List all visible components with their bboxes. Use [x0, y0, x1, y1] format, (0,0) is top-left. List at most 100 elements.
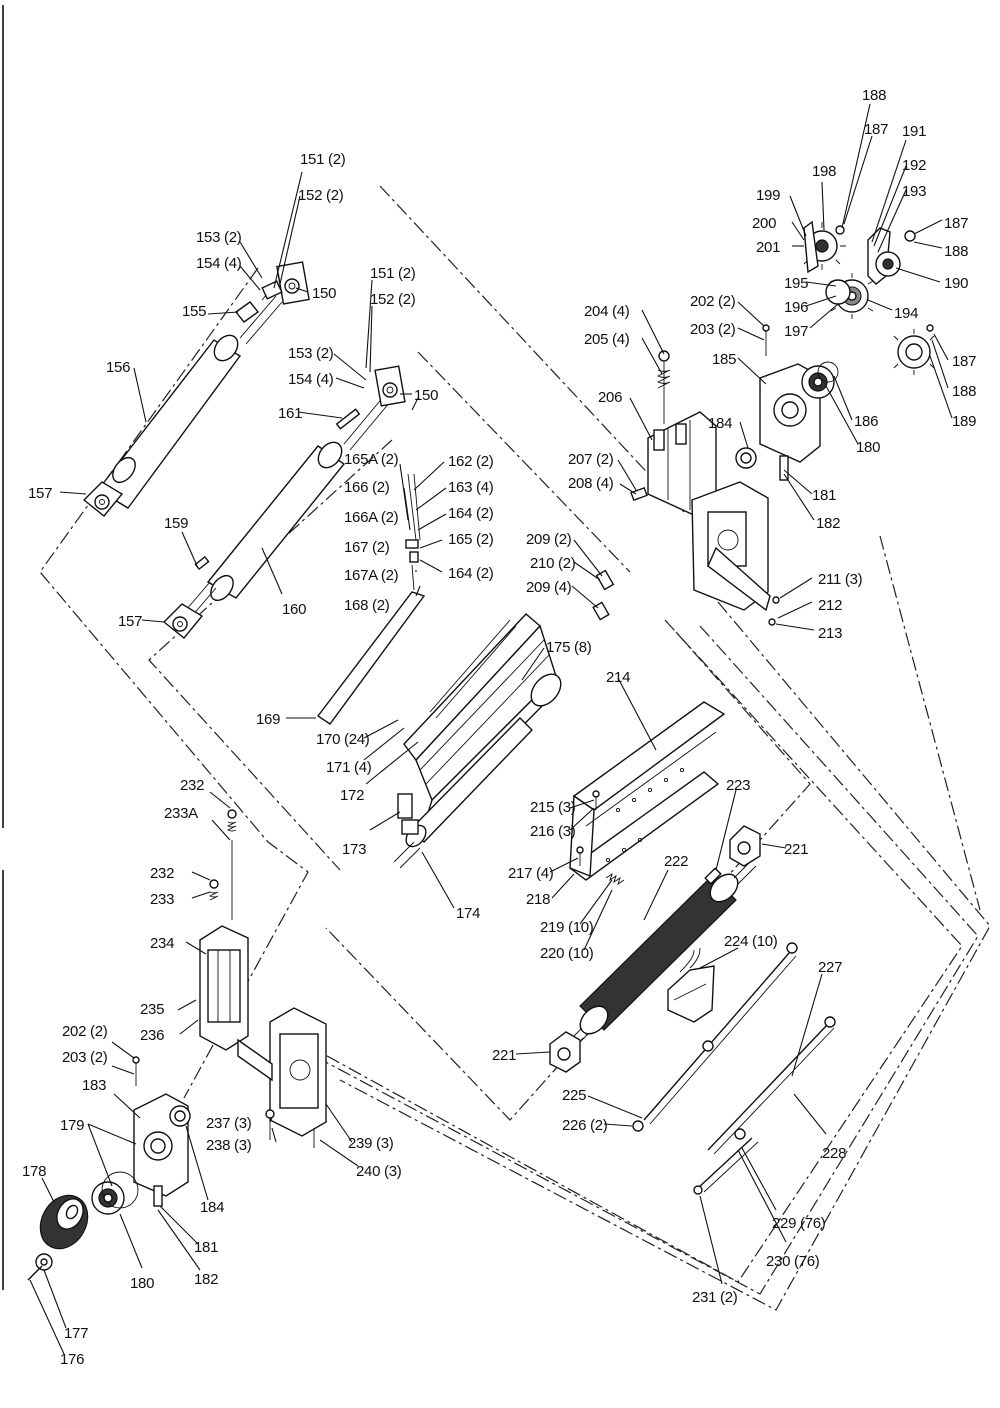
right-frame-casting	[691, 481, 771, 612]
label-187-mid: 187	[944, 215, 968, 232]
blade-169	[316, 591, 426, 725]
label-223: 223	[726, 777, 750, 794]
label-150-upper: 150	[312, 285, 336, 302]
screw-215	[592, 790, 600, 810]
label-211: 211 (3)	[818, 571, 863, 588]
label-224: 224 (10)	[724, 933, 778, 950]
screw-202-left	[132, 1056, 140, 1086]
spacer-184-left	[169, 1105, 191, 1127]
label-216: 216 (3)	[530, 823, 576, 840]
bearing-block-157-lower	[162, 555, 210, 639]
label-208: 208 (4)	[568, 475, 614, 492]
label-205: 205 (4)	[584, 331, 630, 348]
label-193: 193	[902, 183, 926, 200]
label-150-lower: 150	[414, 387, 438, 404]
label-202-left: 202 (2)	[62, 1023, 108, 1040]
label-218: 218	[526, 891, 550, 908]
label-181-right: 181	[812, 487, 836, 504]
label-203-left: 203 (2)	[62, 1049, 108, 1066]
cutterhead-assembly	[393, 613, 562, 869]
label-215: 215 (3)	[530, 799, 576, 816]
label-217: 217 (4)	[508, 865, 554, 882]
label-221-lower: 221	[492, 1047, 516, 1064]
label-231: 231 (2)	[692, 1289, 738, 1306]
label-157-upper: 157	[28, 485, 52, 502]
label-169: 169	[256, 711, 280, 728]
label-189: 189	[952, 413, 976, 430]
label-221-upper: 221	[784, 841, 808, 858]
label-159: 159	[164, 515, 188, 532]
label-164-b: 164 (2)	[448, 565, 494, 582]
shaft-227	[707, 1016, 836, 1155]
label-239: 239 (3)	[348, 1135, 394, 1152]
bearing-block-150-lower	[374, 365, 406, 407]
pulley-178	[39, 1194, 89, 1250]
label-179: 179	[60, 1117, 84, 1134]
label-210: 210 (2)	[530, 555, 576, 572]
bearing-180-left	[91, 1171, 139, 1215]
label-194: 194	[894, 305, 918, 322]
label-188-mid: 188	[944, 243, 968, 260]
pressure-bar-214	[568, 701, 726, 881]
label-203-right: 203 (2)	[690, 321, 736, 338]
label-198: 198	[812, 163, 836, 180]
label-234: 234	[150, 935, 174, 952]
label-235: 235	[140, 1001, 164, 1018]
label-182-right: 182	[816, 515, 840, 532]
label-187-top: 187	[864, 121, 888, 138]
label-154-lower: 154 (4)	[288, 371, 334, 388]
label-162: 162 (2)	[448, 453, 494, 470]
label-172: 172	[340, 787, 364, 804]
label-188-top: 188	[862, 87, 886, 104]
part-labels: 151 (2) 152 (2) 153 (2) 154 (4) 150 155 …	[22, 87, 976, 1368]
label-153-upper: 153 (2)	[196, 229, 242, 246]
label-191: 191	[902, 123, 926, 140]
anti-kickback-fingers-224	[667, 947, 715, 1023]
label-184-left: 184	[200, 1199, 224, 1216]
label-175: 175 (8)	[546, 639, 592, 656]
label-180-right: 180	[856, 439, 880, 456]
upper-roller-156	[96, 287, 283, 509]
label-167A: 167A (2)	[344, 567, 399, 584]
label-178: 178	[22, 1163, 46, 1180]
label-154-upper: 154 (4)	[196, 255, 242, 272]
label-174: 174	[456, 905, 480, 922]
label-240: 240 (3)	[356, 1163, 402, 1180]
label-226: 226 (2)	[562, 1117, 608, 1134]
label-209-b: 209 (4)	[526, 579, 572, 596]
label-192: 192	[902, 157, 926, 174]
label-165: 165 (2)	[448, 531, 494, 548]
label-209-a: 209 (2)	[526, 531, 572, 548]
label-230: 230 (76)	[766, 1253, 820, 1270]
label-187-low: 187	[952, 353, 976, 370]
label-153-lower: 153 (2)	[288, 345, 334, 362]
label-213: 213	[818, 625, 842, 642]
gear-198-assembly	[798, 220, 846, 274]
label-222: 222	[664, 853, 688, 870]
washer-177-bolt-176	[27, 1253, 53, 1281]
left-frame-casting	[237, 1007, 327, 1148]
label-181-left: 181	[194, 1239, 218, 1256]
chip-breaker-parts	[405, 473, 421, 591]
label-190: 190	[944, 275, 968, 292]
bearing-180-right	[801, 361, 839, 399]
label-227: 227	[818, 959, 842, 976]
bearing-block-221-upper	[704, 825, 761, 885]
label-195: 195	[784, 275, 808, 292]
leader-lines	[29, 103, 953, 1355]
label-177: 177	[64, 1325, 88, 1342]
label-184-right: 184	[708, 415, 732, 432]
shaft-229-230	[693, 1137, 759, 1195]
label-171: 171 (4)	[326, 759, 372, 776]
label-214: 214	[606, 669, 630, 686]
label-233: 233	[150, 891, 174, 908]
label-232-top: 232	[180, 777, 204, 794]
label-173: 173	[342, 841, 366, 858]
cutterhead-shaft	[393, 717, 533, 869]
label-229: 229 (76)	[772, 1215, 826, 1232]
screws-211-213	[768, 596, 780, 626]
label-201: 201	[756, 239, 780, 256]
label-196: 196	[784, 299, 808, 316]
screw-207-208	[630, 486, 648, 502]
label-204: 204 (4)	[584, 303, 630, 320]
